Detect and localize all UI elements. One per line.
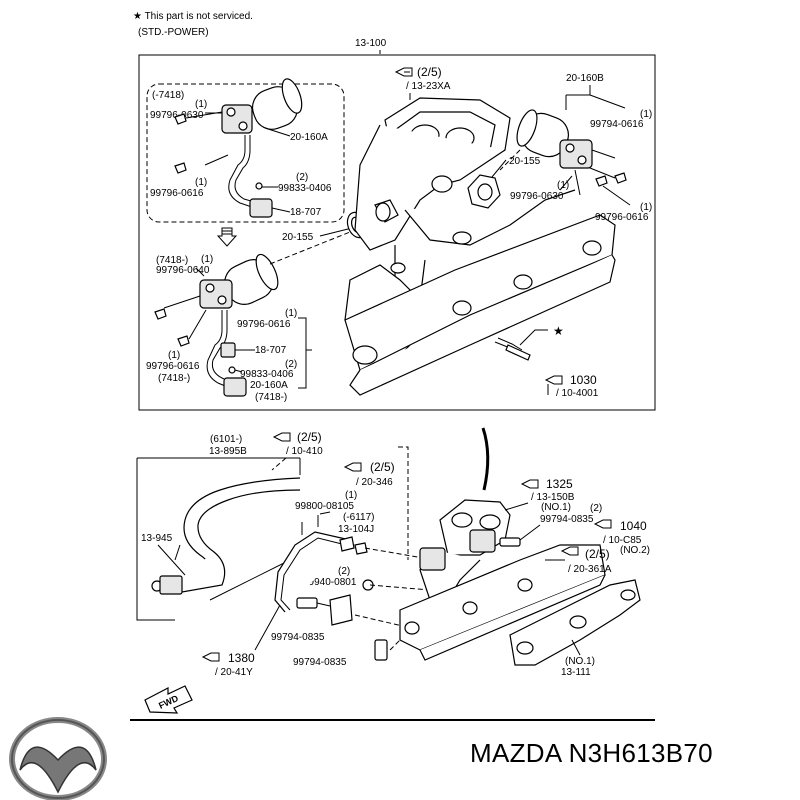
label-13-104j: 13-104J (338, 524, 374, 535)
label-99833-0406-b: 99833-0406 (240, 369, 294, 380)
ref-20-346: / 20-346 (356, 477, 393, 488)
label-no1-b: (NO.1) (541, 502, 571, 513)
label-20-160a-b: 20-160A (250, 380, 288, 391)
forward-arrow-icon: FWD (144, 685, 193, 714)
not-serviced-note: ★ This part is not serviced. (133, 11, 253, 22)
label-20-155-right: 20-155 (509, 156, 541, 167)
lower-left-frame (136, 458, 175, 621)
svg-text:(1): (1) (640, 109, 652, 120)
ref-2-5-upper: (2/5) (417, 65, 442, 79)
solenoid-valve-upper (174, 78, 303, 218)
ref-2-5-p2: (2/5) (370, 460, 395, 474)
variant-label: (STD.-POWER) (138, 27, 209, 38)
gasket-right (467, 174, 501, 209)
label-18-707: 18-707 (290, 207, 322, 218)
label-99796-0616: 99796-0616 (150, 188, 204, 199)
assembly-number: 13-100 (355, 38, 387, 49)
label-99794-0835-c: 99794-0835 (540, 514, 594, 525)
label-99796-0616-c: 99796-0616 (146, 361, 200, 372)
ref-10-c85: / 10-C85 (603, 535, 642, 546)
label-13-945: 13-945 (141, 533, 173, 544)
svg-text:(2): (2) (338, 566, 350, 577)
svg-text:(1): (1) (195, 177, 207, 188)
hand-pointer-icon-p2 (343, 462, 362, 472)
label-99833-0406: 99833-0406 (278, 183, 332, 194)
svg-text:(1): (1) (285, 308, 297, 319)
label-gasket-20-155: 20-155 (282, 232, 314, 243)
hand-pointer-icon-1040 (593, 519, 612, 529)
ref-2-5-p6: (2/5) (585, 547, 610, 561)
ref-1040: 1040 (620, 519, 647, 533)
svg-text:(2): (2) (285, 359, 297, 370)
svg-text:(1): (1) (195, 99, 207, 110)
code-6117: (-6117) (343, 512, 375, 523)
gasket-lower (509, 579, 641, 666)
hose-star-part (494, 329, 548, 361)
ref-2-5-p1: (2/5) (297, 430, 322, 444)
ref-20-41y: / 20-41Y (215, 667, 253, 678)
code-7418: (7418-) (156, 255, 188, 266)
hand-pointer-icon-1325 (520, 479, 539, 489)
label-99796-0616-b: 99796-0616 (237, 319, 291, 330)
svg-text:(1): (1) (640, 202, 652, 213)
label-99796-0640: 99796-0640 (156, 265, 210, 276)
intake-manifold-upper (344, 97, 616, 396)
intake-manifold-lower (399, 499, 606, 661)
brand-part-number: MAZDA N3H613B70 (470, 738, 713, 768)
solenoid-valve-right (499, 109, 631, 206)
svg-text:(1): (1) (201, 254, 213, 265)
svg-text:(1): (1) (168, 350, 180, 361)
label-no2: (NO.2) (620, 545, 650, 556)
hand-pointer-icon-1380 (201, 652, 220, 662)
label-20-160b: 20-160B (566, 73, 604, 84)
label-99794-0835-a: 99794-0835 (271, 632, 325, 643)
star-marker: ★ (553, 324, 564, 338)
arrow-down-icon (216, 227, 238, 247)
label-99940-0801: 99940-0801 (303, 577, 357, 588)
label-99796-0616-right: 99796-0616 (595, 212, 649, 223)
label-99796-0630: 99796-0630 (150, 110, 204, 121)
upper-section-frame (138, 54, 656, 411)
label-13-111: 13-111 (561, 667, 591, 678)
ref-13-150b: / 13-150B (531, 492, 575, 503)
ref-1030: 1030 (570, 373, 597, 387)
hand-pointer-icon-p6 (560, 546, 579, 556)
ref-1380: 1380 (228, 651, 255, 665)
label-20-160a: 20-160A (290, 132, 328, 143)
ref-10-410: / 10-410 (286, 446, 323, 457)
solenoid-valve-lower (154, 231, 351, 397)
label-99794-0835-b: 99794-0835 (293, 657, 347, 668)
ref-1325: 1325 (546, 477, 573, 491)
label-99800-08105: 99800-08105 (295, 501, 354, 512)
svg-text:(1): (1) (345, 490, 357, 501)
svg-text:(7418-): (7418-) (255, 392, 287, 403)
inset-box (146, 83, 345, 223)
svg-text:(1): (1) (557, 180, 569, 191)
svg-text:(7418-): (7418-) (158, 373, 190, 384)
label-99794-0616: 99794-0616 (590, 119, 644, 130)
hand-pointer-icon (394, 67, 413, 77)
vacuum-hose (151, 477, 301, 601)
inset-code: (-7418) (152, 90, 184, 101)
hand-pointer-icon-1030 (544, 375, 563, 385)
svg-text:(2): (2) (296, 172, 308, 183)
label-18-707-b: 18-707 (255, 345, 287, 356)
label-13-895b: 13-895B (209, 446, 247, 457)
svg-text:(2): (2) (590, 503, 602, 514)
ref-20-361a: / 20-361A (568, 564, 612, 575)
section-divider-curve (481, 427, 490, 491)
label-no1-a: (NO.1) (565, 656, 595, 667)
ref-10-4001: / 10-4001 (556, 388, 599, 399)
hand-pointer-icon-p1 (272, 432, 291, 442)
label-99796-0630-right: 99796-0630 (510, 191, 564, 202)
ref-13-23xa: / 13-23XA (406, 81, 451, 92)
code-6101: (6101-) (210, 434, 242, 445)
mazda-logo (9, 717, 107, 800)
